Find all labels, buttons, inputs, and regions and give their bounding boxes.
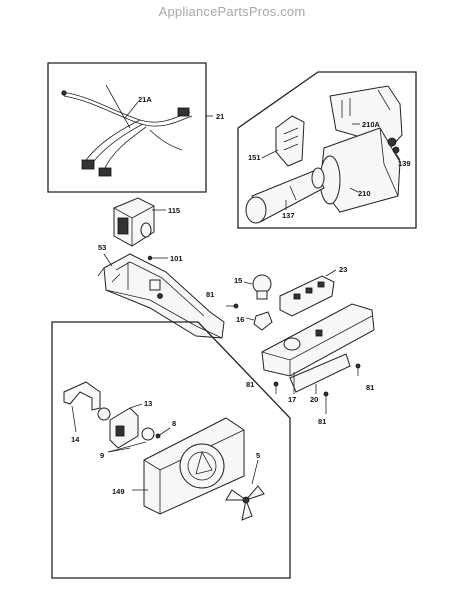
connector-plug-icon [177,107,190,117]
actuator-motor-part [113,197,155,247]
callout-151: 151 [248,153,261,162]
callout-139: 139 [398,159,411,168]
callout-81: 81 [246,380,254,389]
callout-14: 14 [71,435,80,444]
callout-21: 21 [216,112,224,121]
callout-101: 101 [170,254,183,263]
callout-210A: 210A [362,120,381,129]
dispenser-housing-part [97,253,225,339]
motor-group-box [51,321,291,579]
dispenser-bracket-part [261,303,375,377]
callout-81: 81 [206,290,214,299]
water-filter-cartridge-part [245,167,325,224]
callout-23: 23 [339,265,347,274]
connector-plug-icon [81,159,95,170]
callout-115: 115 [168,206,180,215]
callout-210: 210 [358,189,371,198]
fan-shroud-part [143,417,245,515]
site-watermark: AppliancePartsPros.com [158,4,306,19]
lamp-socket-part [253,311,273,331]
bracket-part [63,381,101,411]
connector-plug-icon [98,167,112,177]
callout-20: 20 [310,395,318,404]
wire-harness-part [61,84,193,177]
control-board-part [279,275,335,317]
callout-8: 8 [172,419,176,428]
callout-21A: 21A [138,95,152,104]
callout-9: 9 [100,451,104,460]
filter-cap-part [275,115,305,167]
callout-5: 5 [256,451,260,460]
callout-81: 81 [318,417,326,426]
callout-149: 149 [112,487,125,496]
callout-137: 137 [282,211,295,220]
lamp-bulb-part [252,274,272,300]
screw-part [226,303,239,309]
callout-15: 15 [234,276,242,285]
filter-group-box [237,71,417,229]
callout-13: 13 [144,399,152,408]
callout-16: 16 [236,315,244,324]
harness-group-box [47,62,207,193]
filter-housing-part [319,85,403,213]
fan-blade-part [225,485,265,521]
callout-17: 17 [288,395,296,404]
callout-81: 81 [366,383,374,392]
callout-53: 53 [98,243,106,252]
